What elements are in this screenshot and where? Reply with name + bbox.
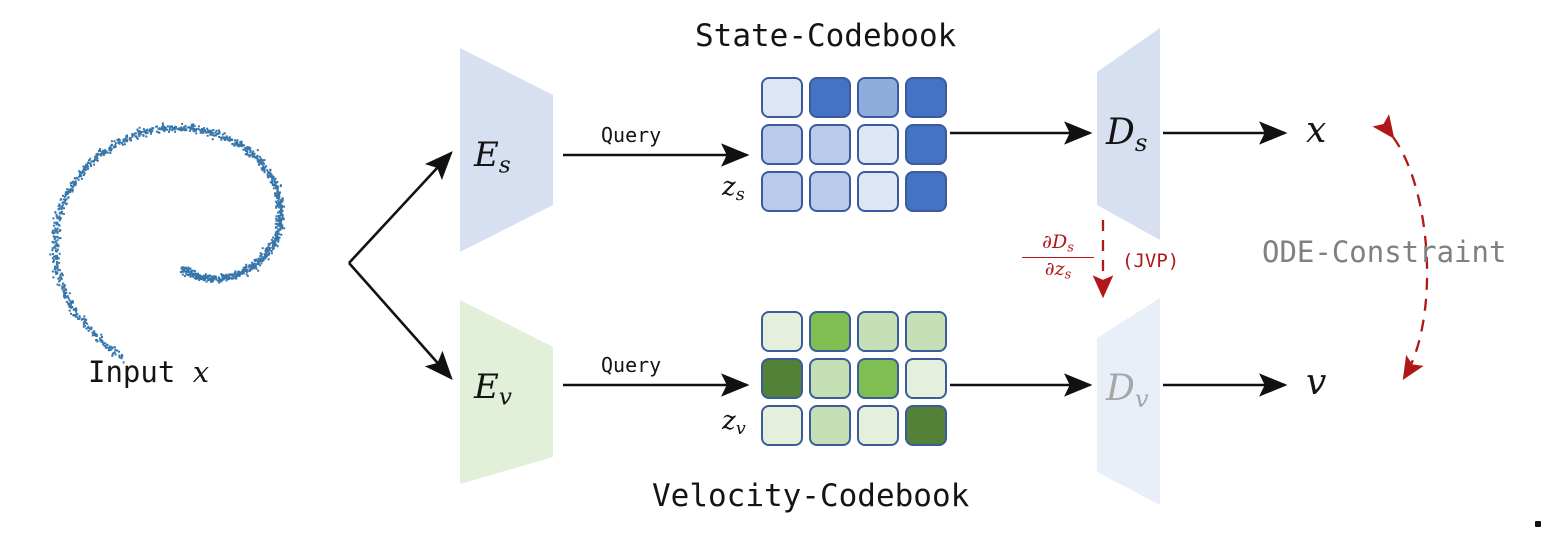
state-latent-symbol: z — [722, 172, 736, 202]
codebook-cell[interactable] — [905, 405, 947, 446]
input-scatter-plot — [49, 122, 286, 364]
codebook-cell[interactable] — [905, 77, 947, 118]
query-label-velocity: Query — [601, 353, 662, 377]
codebook-cell[interactable] — [761, 405, 803, 446]
codebook-cell[interactable] — [857, 171, 899, 212]
codebook-cell[interactable] — [905, 358, 947, 399]
state-encoder-label: Es — [474, 135, 511, 178]
codebook-cell[interactable] — [857, 405, 899, 446]
jvp-denominator: ∂zs — [1044, 258, 1072, 283]
state-codebook-grid[interactable] — [761, 77, 947, 212]
input-caption: Input x — [88, 355, 209, 389]
velocity-latent-subscript: v — [735, 418, 746, 439]
codebook-cell[interactable] — [857, 124, 899, 165]
codebook-cell[interactable] — [857, 311, 899, 352]
state-decoder-subscript: s — [1134, 127, 1148, 157]
codebook-cell[interactable] — [809, 311, 851, 352]
velocity-encoder-symbol: E — [474, 367, 499, 407]
state-codebook-title: State-Codebook — [695, 18, 957, 54]
velocity-latent-label: zv — [722, 406, 746, 439]
codebook-cell[interactable] — [809, 171, 851, 212]
codebook-cell[interactable] — [761, 77, 803, 118]
codebook-cell[interactable] — [905, 311, 947, 352]
state-encoder-subscript: s — [498, 152, 511, 179]
codebook-cell[interactable] — [761, 124, 803, 165]
output-x-label: x — [1306, 110, 1327, 151]
codebook-cell[interactable] — [809, 358, 851, 399]
jvp-derivative-fraction: ∂Ds ∂zs — [1022, 231, 1094, 283]
scatter-points — [49, 122, 286, 364]
jvp-label: (JVP) — [1122, 250, 1180, 272]
state-latent-label: zs — [722, 172, 745, 205]
codebook-cell[interactable] — [809, 405, 851, 446]
codebook-cell[interactable] — [761, 311, 803, 352]
velocity-encoder-label: Ev — [474, 367, 512, 410]
ode-constraint-label: ODE-Constraint — [1262, 235, 1507, 269]
query-label-state: Query — [601, 123, 662, 147]
codebook-cell[interactable] — [857, 358, 899, 399]
velocity-decoder-subscript: v — [1134, 383, 1149, 413]
input-caption-prefix: Input — [88, 355, 193, 389]
input-caption-symbol: x — [192, 355, 210, 389]
jvp-numerator: ∂Ds — [1042, 231, 1074, 256]
codebook-cell[interactable] — [761, 358, 803, 399]
velocity-latent-symbol: z — [722, 406, 736, 436]
state-decoder-label: Ds — [1106, 112, 1147, 157]
codebook-cell[interactable] — [761, 171, 803, 212]
codebook-cell[interactable] — [905, 171, 947, 212]
velocity-encoder-subscript: v — [498, 384, 512, 411]
velocity-decoder-symbol: D — [1106, 368, 1135, 409]
trailing-period — [1535, 521, 1541, 527]
fraction-bar — [1022, 257, 1094, 259]
state-encoder-symbol: E — [474, 135, 499, 175]
velocity-decoder-label: Dv — [1106, 368, 1149, 413]
output-v-label: v — [1306, 362, 1327, 403]
codebook-cell[interactable] — [857, 77, 899, 118]
codebook-cell[interactable] — [809, 124, 851, 165]
state-decoder-symbol: D — [1106, 112, 1135, 153]
velocity-codebook-title: Velocity-Codebook — [652, 478, 970, 514]
branch-arrow-to-state-encoder — [348, 151, 453, 264]
codebook-cell[interactable] — [809, 77, 851, 118]
codebook-cell[interactable] — [905, 124, 947, 165]
velocity-codebook-grid[interactable] — [761, 311, 947, 446]
state-latent-subscript: s — [735, 184, 745, 205]
branch-arrow-to-velocity-encoder — [348, 262, 453, 380]
